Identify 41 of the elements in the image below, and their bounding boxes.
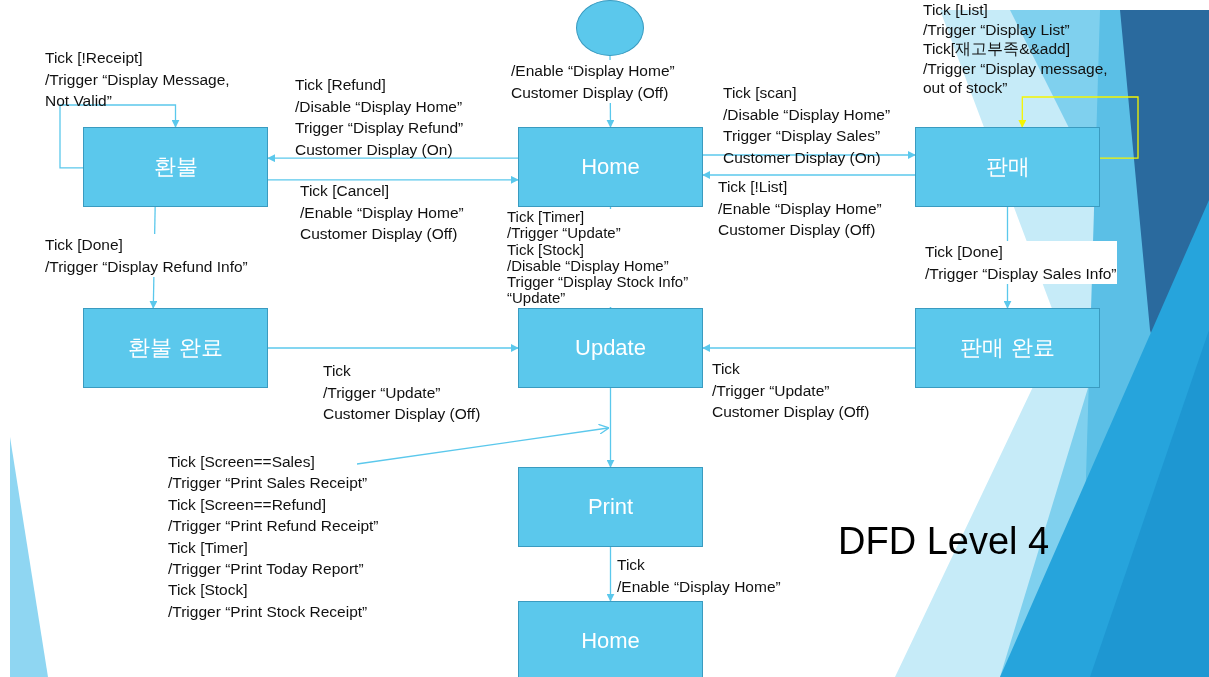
arrow [606,546,615,602]
transition-text: Tick [Screen==Sales] /Trigger “Print Sales Receipt” Tick [Screen==Refund] /Trigger “Print Refund Receipt” Tick [Timer] /Trigger “Print Today Report” Tick [Stock] /Trigger “Print Stock Receipt” [168,452,380,622]
state-name: 환불 [153,153,198,181]
arrow [267,154,519,163]
arrow [267,175,519,184]
arrow [702,344,916,352]
state-name: Print [587,494,634,520]
state-box [518,601,703,677]
edge-label: Tick [Done] /Trigger “Display Refund Info” [45,234,248,277]
arrow [702,171,916,179]
edge-label: Tick [scan] /Disable “Display Home” Trigger “Display Sales” Customer Display (On) [723,83,891,168]
diagram-title: DFD Level 4 [838,520,1050,563]
state-name: 판매 완료 [960,334,1055,362]
leader-line [356,423,610,465]
state-name: 판매 [985,153,1030,181]
state-box [518,308,703,388]
edge-label: Tick /Trigger “Update” Customer Display (Off) [323,361,481,424]
edge-label: Tick [List] /Trigger “Display List” Tick[재고부족&&add] /Trigger “Display message, out of stock” [923,0,1108,98]
edge-label: Tick [Refund] /Disable “Display Home” Trigger “Display Refund” Customer Display (On) [295,75,464,160]
edge-label: Tick [Done] /Trigger “Display Sales Info” [925,241,1117,284]
self-loop-arrow [59,104,180,169]
state-box [83,127,268,207]
edge-label: Tick [!Receipt] /Trigger “Display Message, Not Valid” [45,48,230,111]
state-name: Home [581,154,640,180]
state-box [83,308,268,388]
self-loop-arrow [1018,96,1139,159]
arrow [606,387,615,468]
arrow [267,344,519,352]
state-box [518,127,703,207]
arrow [702,151,916,159]
state-box [915,127,1100,207]
state-box [915,308,1100,388]
edge-label: Tick [Cancel] /Enable “Display Home” Customer Display (Off) [300,181,464,244]
state-name: Home [581,628,640,654]
state-name: Update [575,335,646,361]
edge-label: Tick [!List] /Enable “Display Home” Customer Display (Off) [718,177,882,240]
edge-label: Tick [Timer] /Trigger “Update” Tick [Stock] /Disable “Display Home” Trigger “Display Stock Info” “Update” [507,209,689,307]
state-name: 환불 완료 [128,334,223,362]
edge-label: Tick /Trigger “Update” Customer Display (Off) [712,359,870,422]
state-box [518,467,703,547]
edge-label: /Enable “Display Home” Customer Display (Off) [511,60,675,103]
